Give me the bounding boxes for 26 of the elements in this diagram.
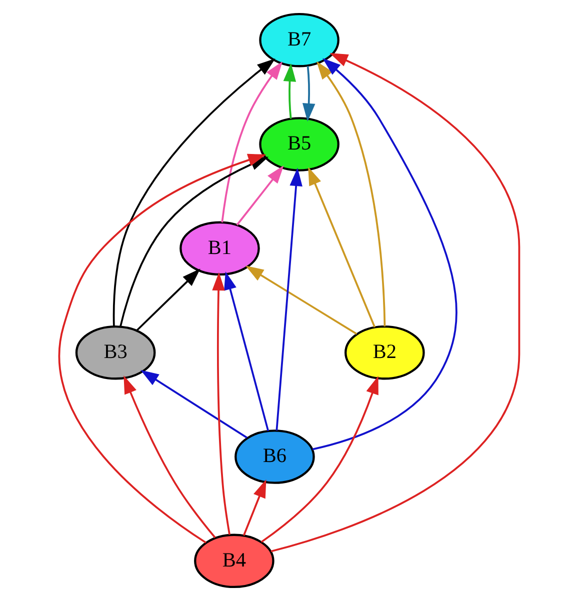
arrow [308,166,376,328]
arrow [260,376,378,543]
arrow [224,271,269,432]
node-ellipse: B2 [344,325,424,380]
node-ellipse: B6 [234,430,314,484]
arrow [135,268,200,332]
node-ellipse: B7 [258,12,339,68]
arrow [212,272,230,535]
arrow [282,63,296,119]
node-ellipse: B4 [194,534,274,588]
arrow [244,266,357,335]
arrow [236,165,284,226]
node-ellipse: B5 [258,117,339,172]
arrow [270,53,520,552]
arrow [123,375,216,538]
arrow [220,61,282,222]
arrow [312,58,457,450]
arrow [302,66,315,122]
arrow [242,479,266,536]
arrow [275,168,302,431]
node-ellipse: B1 [179,221,260,276]
arrow [140,370,247,438]
arrow [58,154,266,544]
arrow [112,58,275,326]
node-ellipse: B3 [74,325,156,380]
arrow [316,61,386,326]
